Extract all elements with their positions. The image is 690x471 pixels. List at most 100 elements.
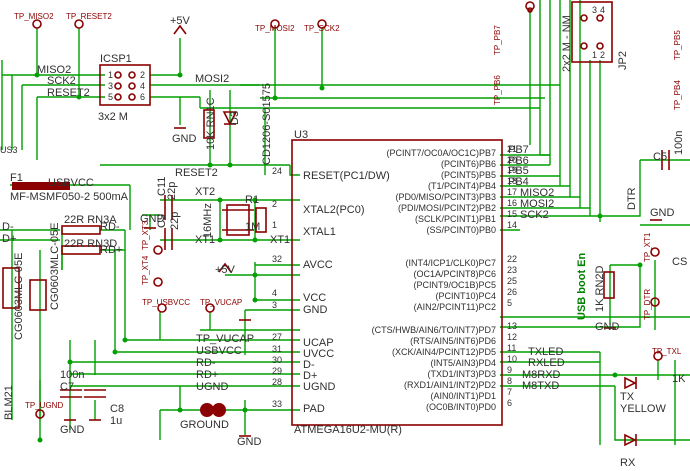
power-symbols (64, 24, 662, 437)
capacitor-c7[interactable] (60, 389, 82, 398)
varistor-z1[interactable] (2, 267, 20, 309)
resistor-rn1c[interactable] (203, 109, 215, 139)
mcu-pin-pd7: (CTS/HWB/AIN6/TO/INT7)PD7 (372, 325, 496, 335)
jp2-header[interactable] (571, 1, 613, 63)
label-gnd-icsp: GND (172, 133, 197, 145)
capacitor-c11[interactable] (164, 195, 173, 220)
label-d-minus: D- (2, 221, 14, 233)
capacitor-c9[interactable] (164, 228, 173, 250)
crystal-xt[interactable] (222, 204, 254, 236)
mcu-pinnum-pd4: 10 (507, 354, 517, 364)
label-cd1206: CD1206-S01575 (261, 83, 273, 165)
mcu-pin-pb3: (PD0/MISO/PCINT3)PB3 (395, 192, 496, 202)
mcu-pinnum-dminus: 30 (272, 355, 282, 365)
label-jp2-pin3: 3 (592, 5, 597, 15)
label-22r-rn3d: 22R RN3D (64, 238, 117, 250)
label-tp-sck2: TP_SCK2 (304, 24, 340, 33)
mcu-pinnum-pc7: 22 (507, 254, 517, 264)
label-rd-minus-net: RD- (196, 357, 216, 369)
fuse-f1[interactable] (12, 182, 70, 190)
label-1m: 1M (245, 221, 260, 233)
mcu-pinnum-pb3: 17 (507, 187, 517, 197)
label-blm21: BLM21 (3, 385, 15, 420)
mcu-pinnum-pb0: 14 (507, 220, 517, 230)
label-pin5: 5 (108, 92, 113, 102)
mcu-pin-pd1: (AIN0/INT1)PD1 (430, 391, 496, 401)
test-points[interactable] (32, 1, 663, 419)
mcu-pin-pd2: (RXD1/AIN1/INT2)PD2 (404, 380, 496, 390)
varistor-z2[interactable] (29, 279, 47, 311)
mcu-pinnum-pb7: 21 (507, 144, 517, 154)
label-u3: U3 (294, 129, 308, 141)
mcu-pinnum-pd5: 11 (507, 343, 516, 353)
label-gnd-c5: GND (650, 207, 675, 219)
resistor-rn3a[interactable] (61, 225, 101, 235)
resistor-rn3d[interactable] (61, 245, 101, 255)
label-tp-usbvcc: TP_USBVCC (142, 298, 190, 307)
label-c11: C11 (156, 177, 168, 196)
label-usbvcc-net: USBVCC (196, 345, 242, 357)
mcu-pinnum-pd2: 8 (507, 376, 512, 386)
mcu-pin-pd4: (INT5/AIN3)PD4 (430, 358, 496, 368)
mcu-pinnum-pb1: 15 (507, 209, 517, 219)
label-tx: TX (620, 391, 635, 403)
mcu-pinnum-xtal2: 2 (272, 199, 277, 209)
label-c8: C8 (110, 403, 124, 415)
label-jp2-pin1: 1 (592, 50, 597, 60)
label-tp-vucap: TP_VUCAP (200, 298, 242, 307)
u3-mcu[interactable] (291, 139, 503, 426)
label-m8rxd: M8RXD (522, 369, 561, 381)
mcu-pinnum-pad: 33 (272, 399, 282, 409)
mcu-pinnum-vcc: 4 (272, 288, 277, 298)
label-ugnd-net: UGND (196, 381, 228, 393)
label-d-plus: D+ (2, 233, 16, 245)
label-tp-xt1: TP_XT1 (643, 232, 652, 262)
mcu-pin-pc5: (PCINT9/OC1B)PC5 (413, 280, 496, 290)
led-rx[interactable] (624, 433, 637, 447)
label-22r-rn3a: 22R RN3A (64, 214, 117, 226)
mcu-pin-pd3: (TXD1/INT3)PD3 (427, 369, 496, 379)
label-yellow: YELLOW (620, 403, 666, 415)
label-sck2: SCK2 (47, 75, 76, 87)
label-c9: C9 (156, 214, 168, 228)
mcu-pin-pb4: (T1/PCINT4)PB4 (428, 181, 496, 191)
label-miso2-r: MISO2 (520, 187, 554, 199)
label-100n-c5: 100n (673, 131, 685, 155)
mcu-pin-pc6: (OC1A/PCINT8)PC6 (413, 269, 496, 279)
mcu-pinnum-pb2: 16 (507, 198, 517, 208)
label-reset2: RESET2 (47, 87, 90, 99)
capacitor-c5[interactable] (661, 150, 670, 170)
label-jp2-pin2: 2 (600, 50, 605, 60)
diode-d3[interactable] (222, 111, 238, 126)
junctions (34, 72, 643, 443)
label-atmega: ATMEGA16U2-MU(R) (294, 424, 402, 436)
label-pb4: PB4 (508, 176, 529, 188)
label-tp-reset2: TP_RESET2 (66, 12, 112, 21)
mcu-pin-ucap: UCAP (303, 337, 334, 349)
mcu-pin-pb5: (PCINT5)PB5 (441, 170, 496, 180)
capacitor-c8[interactable] (84, 389, 106, 398)
ground-solder-jumper[interactable] (200, 403, 226, 417)
label-gnd-bottom: GND (237, 436, 262, 448)
mcu-pin-pb7: (PCINT7/OC0A/OC1C)PB7 (386, 148, 496, 158)
label-22p-top: 22p (166, 182, 178, 200)
label-us3: US3 (0, 145, 18, 155)
label-d3: D3 (229, 111, 241, 125)
label-rd-plus: RD+ (100, 244, 122, 256)
label-1u: 1u (110, 415, 122, 427)
mcu-pin-pc7: (INT4/ICP1/CLK0)PC7 (405, 258, 496, 268)
label-gnd-rn2: GND (595, 321, 620, 333)
label-reset2b: RESET2 (175, 167, 218, 179)
label-rxled: RXLED (528, 357, 565, 369)
resistor-r1[interactable] (255, 207, 267, 233)
resistor-rn2d[interactable] (603, 271, 615, 299)
led-tx[interactable] (624, 376, 637, 390)
icsp1-header[interactable] (99, 64, 151, 106)
label-cs: CS (672, 256, 687, 268)
mcu-pin-pd5: (XCK/AIN4/PCINT12)PD5 (392, 347, 496, 357)
label-pin2: 2 (140, 70, 145, 80)
mcu-pin-gnd: GND (303, 304, 328, 316)
mcu-pinnum-pd3: 9 (507, 365, 512, 375)
label-mosi2-r: MOSI2 (520, 198, 554, 210)
